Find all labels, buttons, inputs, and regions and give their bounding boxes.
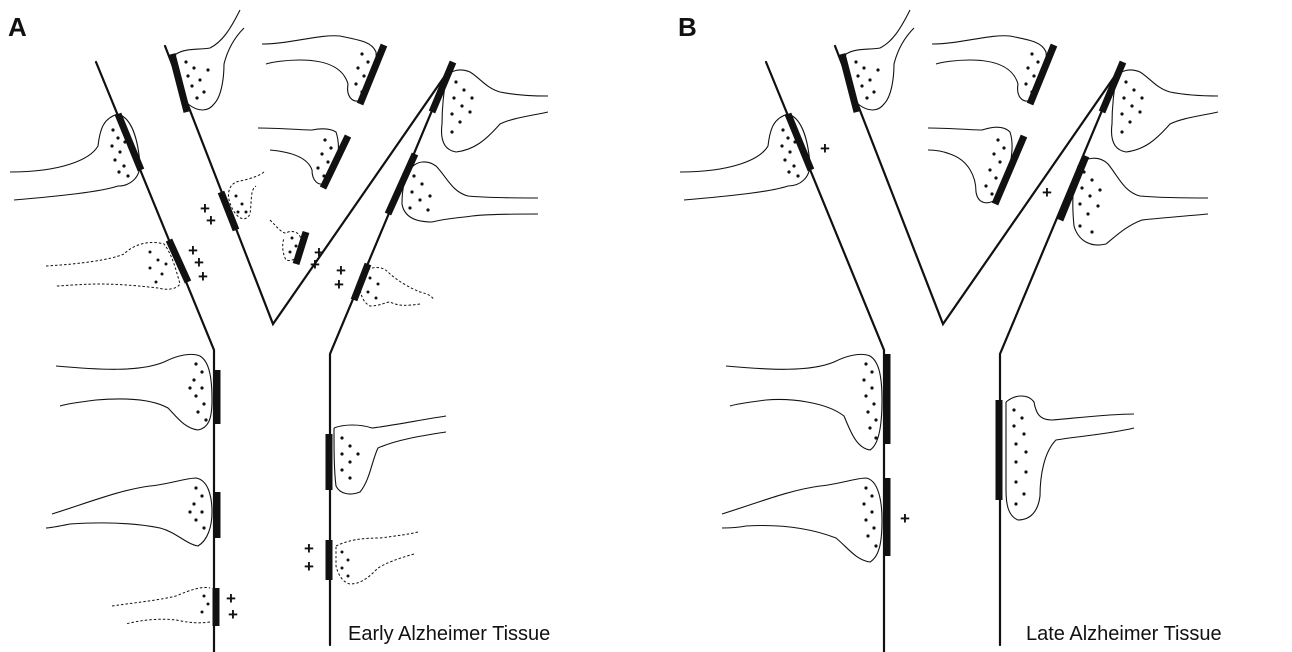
plus-marker: + bbox=[310, 255, 320, 274]
panel-a-caption: Early Alzheimer Tissue bbox=[348, 623, 550, 645]
panel-a-dendrite bbox=[96, 46, 449, 652]
synapse-damaged bbox=[112, 587, 216, 626]
synapse-damaged bbox=[221, 172, 264, 230]
synapse-damaged bbox=[46, 240, 188, 289]
panel-a-synapses bbox=[10, 10, 548, 626]
plus-marker: + bbox=[334, 275, 344, 294]
panel-b: B bbox=[678, 10, 1222, 652]
synapse-damaged bbox=[354, 264, 434, 306]
synapse-damaged bbox=[329, 532, 418, 584]
panel-b-dendrite bbox=[766, 46, 1119, 652]
synapse-intact bbox=[842, 10, 914, 112]
panel-b-letter: B bbox=[678, 12, 697, 42]
synapse-intact bbox=[680, 114, 811, 200]
synapse-intact bbox=[1060, 156, 1208, 245]
synapse-intact bbox=[928, 127, 1024, 204]
synapse-damaged bbox=[270, 220, 306, 264]
plus-marker: + bbox=[820, 139, 830, 158]
synapse-intact bbox=[1102, 62, 1218, 152]
synapse-intact bbox=[56, 354, 217, 430]
plus-marker: + bbox=[198, 267, 208, 286]
synapse-intact bbox=[432, 62, 548, 152]
panel-b-plus-markers: + + + bbox=[820, 139, 1052, 528]
synapse-intact bbox=[726, 354, 887, 450]
panel-b-caption: Late Alzheimer Tissue bbox=[1026, 623, 1222, 645]
synapse-intact bbox=[258, 128, 348, 188]
panel-b-synapses bbox=[680, 10, 1218, 562]
synapse-intact bbox=[172, 10, 244, 112]
synapse-intact bbox=[388, 154, 538, 222]
synapse-intact bbox=[932, 36, 1054, 104]
plus-marker: + bbox=[1042, 183, 1052, 202]
synapse-intact bbox=[262, 36, 384, 104]
panel-a: A bbox=[8, 10, 550, 652]
synapse-intact bbox=[722, 478, 887, 562]
plus-marker: + bbox=[228, 605, 238, 624]
panel-a-letter: A bbox=[8, 12, 27, 42]
synapse-intact bbox=[329, 416, 446, 494]
plus-marker: + bbox=[900, 509, 910, 528]
plus-marker: + bbox=[206, 211, 216, 230]
synapse-intact bbox=[999, 396, 1134, 520]
synapse-intact bbox=[46, 478, 217, 546]
plus-marker: + bbox=[304, 539, 314, 558]
synapse-intact bbox=[10, 114, 141, 200]
plus-marker: + bbox=[304, 557, 314, 576]
